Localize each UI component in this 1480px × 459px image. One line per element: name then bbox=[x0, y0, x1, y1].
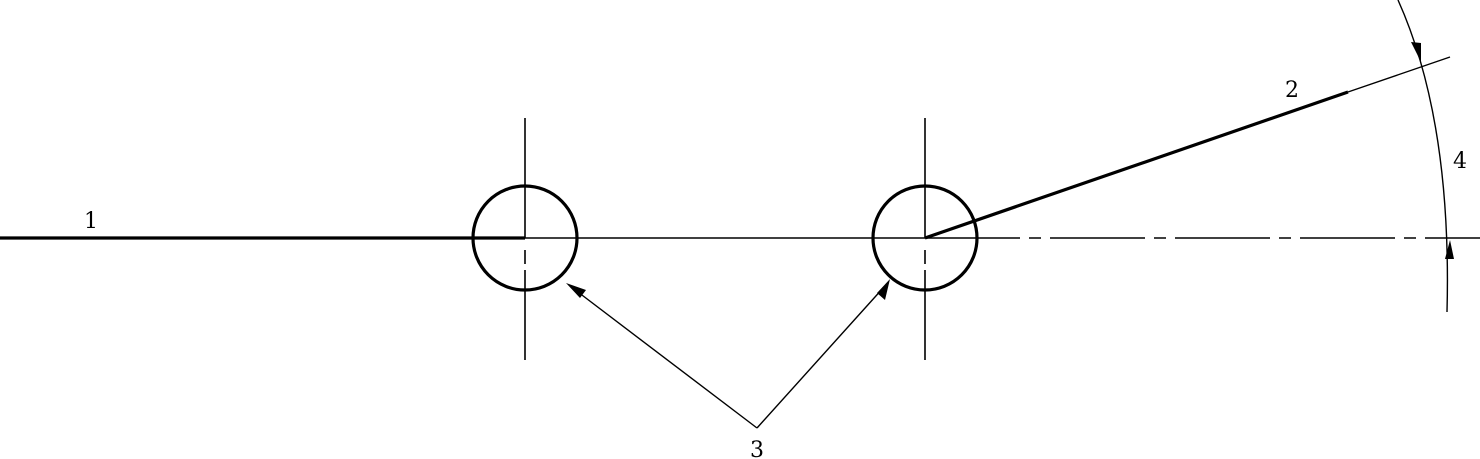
leader-line-right bbox=[756, 286, 885, 429]
label-3: 3 bbox=[750, 438, 764, 459]
arc-arrowhead-bottom bbox=[1445, 240, 1454, 259]
leader-arrowhead-left bbox=[566, 283, 586, 298]
leader-line-left bbox=[573, 288, 758, 429]
angle-dimension-arc bbox=[1397, 0, 1449, 313]
thick-line-2 bbox=[924, 90, 1349, 240]
label-1: 1 bbox=[84, 209, 98, 234]
label-4: 4 bbox=[1453, 149, 1467, 174]
label-2: 2 bbox=[1285, 78, 1299, 103]
arc-arrowhead-top bbox=[1411, 42, 1421, 62]
leader-arrowhead-right bbox=[877, 279, 890, 300]
inclined-extension-line bbox=[1347, 56, 1451, 93]
